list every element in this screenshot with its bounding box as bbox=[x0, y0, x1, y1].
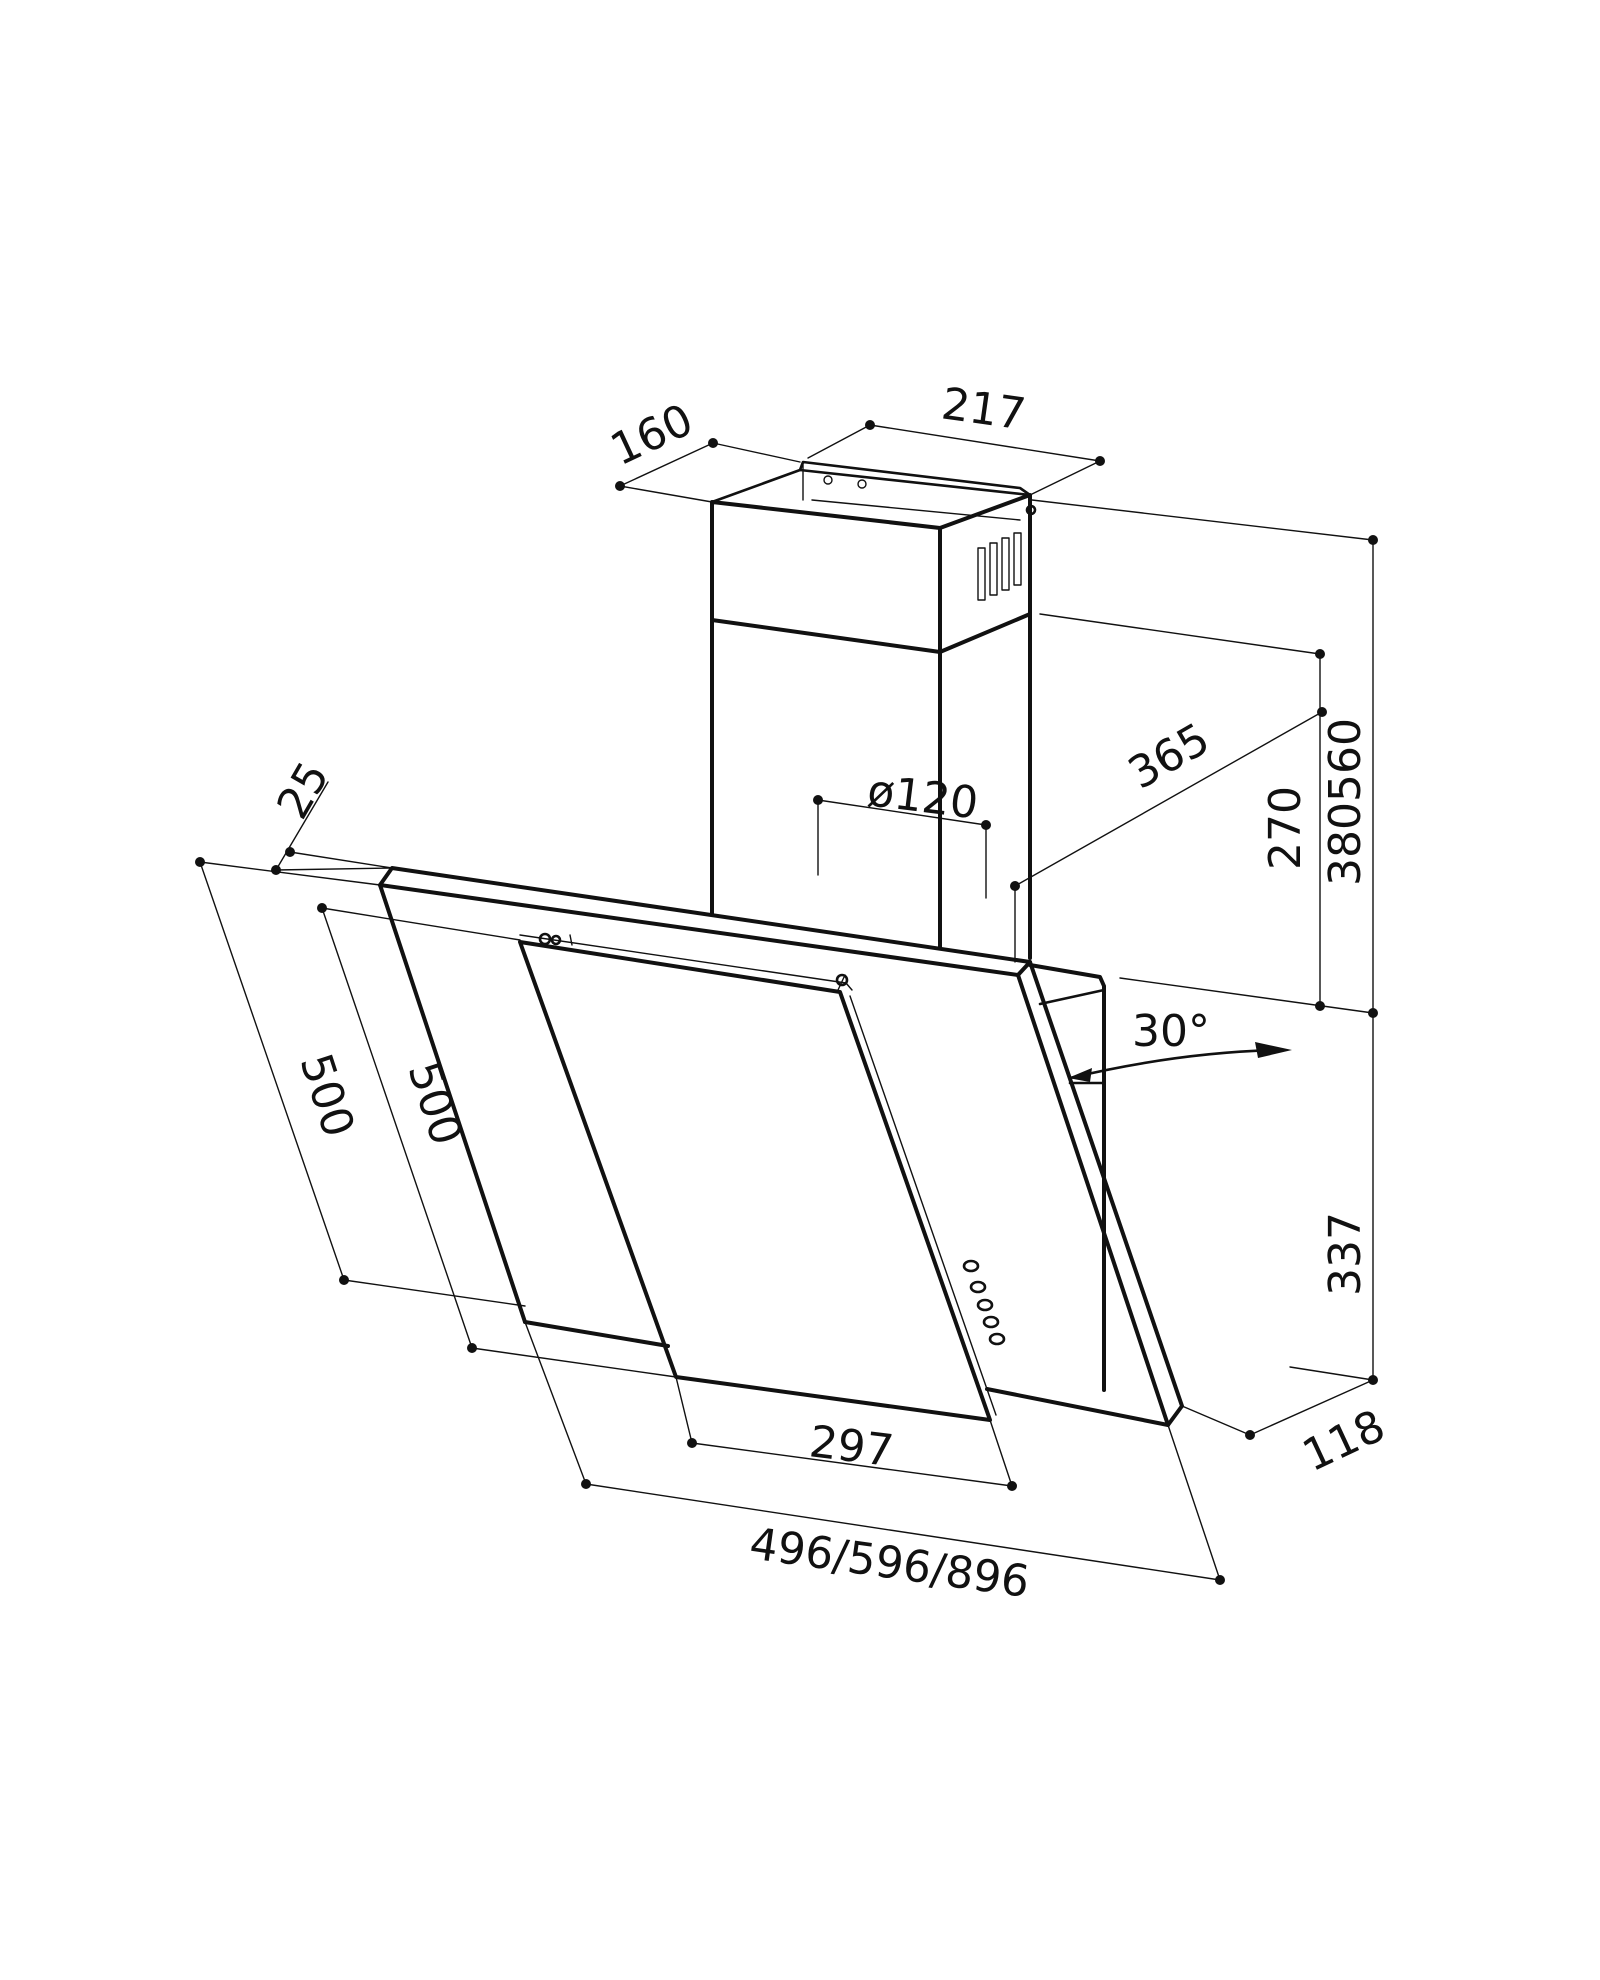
wall-bracket bbox=[798, 460, 1032, 497]
dimension-lines bbox=[199, 424, 1374, 1581]
control-button-5 bbox=[988, 1332, 1006, 1346]
dim-label-496-596-896: 496/596/896 bbox=[746, 1518, 1032, 1608]
motor-housing bbox=[1028, 963, 1106, 1392]
dimension-dots bbox=[195, 420, 1378, 1585]
glass-side-shadow bbox=[849, 995, 997, 1416]
glass-canopy bbox=[378, 866, 1184, 1427]
canopy-outer-left-edge bbox=[378, 883, 527, 1324]
dim-label-270: 270 bbox=[1260, 786, 1311, 870]
control-button-4 bbox=[982, 1315, 1000, 1329]
dim-label-217: 217 bbox=[938, 378, 1028, 440]
duct-upper-top-edge bbox=[710, 468, 1032, 504]
dim-label-160: 160 bbox=[603, 394, 701, 476]
dim-label-d120: ø120 bbox=[865, 765, 981, 829]
bracket-screw-hole-end bbox=[1025, 504, 1037, 516]
dim-label-118: 118 bbox=[1295, 1400, 1393, 1482]
canopy-lower-left-edge bbox=[523, 1320, 670, 1348]
dim-label-angle: 30° bbox=[1132, 1006, 1210, 1057]
dim-label-500-outer: 500 bbox=[290, 1048, 364, 1144]
dim-label-380560: 380560 bbox=[1320, 718, 1371, 886]
control-buttons bbox=[962, 1259, 1006, 1346]
bracket-screw-hole-right bbox=[857, 479, 867, 489]
dim-label-500-inner: 500 bbox=[398, 1056, 472, 1152]
duct-upper-front-face bbox=[710, 500, 942, 654]
bracket-screw-hole-left bbox=[823, 475, 833, 485]
dim-label-365: 365 bbox=[1120, 713, 1218, 799]
canopy-top-rim bbox=[378, 866, 1032, 977]
control-button-2 bbox=[969, 1280, 987, 1294]
glass-hinge-top-left bbox=[538, 932, 573, 946]
control-button-3 bbox=[976, 1298, 994, 1312]
vent-slots bbox=[977, 532, 1022, 601]
dim-label-337: 337 bbox=[1320, 1212, 1371, 1296]
glass-hinge-top-right bbox=[835, 973, 849, 991]
dark-glass-panel bbox=[518, 940, 992, 1422]
dim-label-25: 25 bbox=[267, 754, 339, 828]
dim-label-297: 297 bbox=[807, 1416, 897, 1477]
control-button-1 bbox=[962, 1259, 980, 1273]
angle-arc bbox=[1068, 1048, 1282, 1080]
angle-arrow-left bbox=[1068, 1068, 1092, 1082]
wall-bracket-lip bbox=[811, 499, 1021, 521]
angle-arrow-right bbox=[1255, 1042, 1292, 1058]
motor-housing-base bbox=[1038, 988, 1106, 1006]
canopy-bottom-edge bbox=[985, 1387, 1170, 1427]
canopy-right-thickness bbox=[1016, 960, 1184, 1427]
chimney-duct bbox=[710, 460, 1106, 1392]
